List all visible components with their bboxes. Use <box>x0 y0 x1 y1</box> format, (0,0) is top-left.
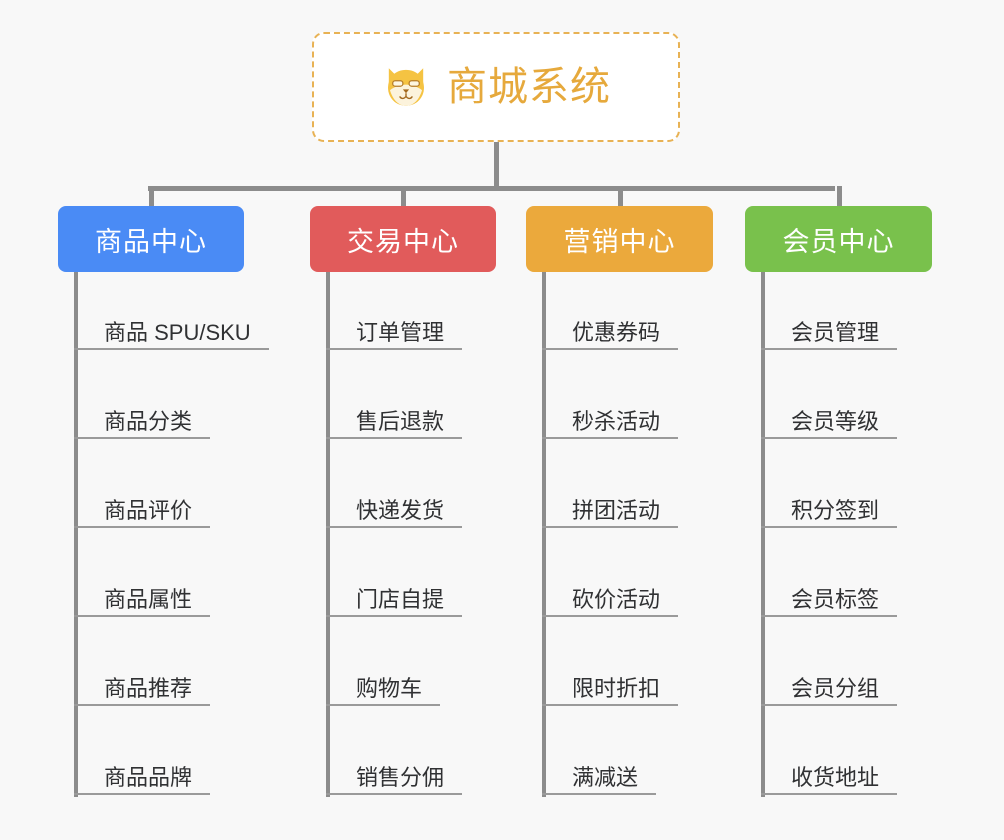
leaf-underline <box>542 437 678 439</box>
leaf-underline <box>761 793 897 795</box>
leaf-label: 快递发货 <box>356 498 445 523</box>
leaf-underline <box>761 615 897 617</box>
category-node-label: 交易中心 <box>347 226 459 257</box>
leaf-label: 砍价活动 <box>572 587 661 612</box>
leaf-label: 拼团活动 <box>572 498 661 523</box>
connector-drop-3 <box>617 186 623 208</box>
leaf-label: 商品 SPU/SKU <box>104 320 251 345</box>
leaf-underline <box>542 793 656 795</box>
leaf-label: 满减送 <box>572 765 639 790</box>
leaf-underline <box>74 704 210 706</box>
leaf-label: 会员分组 <box>791 676 880 701</box>
branch-trunk-2 <box>326 272 330 797</box>
leaf-label: 会员管理 <box>791 320 880 345</box>
category-node-4[interactable]: 会员中心 <box>745 206 932 272</box>
leaf-label: 积分签到 <box>791 498 880 523</box>
leaf-underline <box>326 704 440 706</box>
root-title: 商城系统 <box>447 65 611 109</box>
leaf-label: 销售分佣 <box>356 765 445 790</box>
leaf-label: 购物车 <box>356 676 423 701</box>
root-node[interactable]: 商城系统 <box>312 32 680 142</box>
leaf-underline <box>542 348 678 350</box>
leaf-underline <box>74 615 210 617</box>
leaf-label: 优惠券码 <box>572 320 661 345</box>
leaf-underline <box>761 437 897 439</box>
leaf-underline <box>542 615 678 617</box>
category-node-1[interactable]: 商品中心 <box>58 206 244 272</box>
leaf-underline <box>326 615 462 617</box>
leaf-label: 会员标签 <box>791 587 880 612</box>
leaf-underline <box>74 526 210 528</box>
branch-trunk-4 <box>761 272 765 797</box>
leaf-label: 商品属性 <box>104 587 193 612</box>
leaf-label: 秒杀活动 <box>572 409 661 434</box>
connector-root-stem <box>494 142 499 190</box>
branch-trunk-3 <box>542 272 546 797</box>
leaf-label: 收货地址 <box>791 765 880 790</box>
leaf-label: 售后退款 <box>356 409 445 434</box>
leaf-label: 商品推荐 <box>104 676 193 701</box>
category-node-2[interactable]: 交易中心 <box>310 206 496 272</box>
category-node-label: 营销中心 <box>563 226 676 257</box>
branch-trunk-1 <box>74 272 78 797</box>
leaf-underline <box>542 526 678 528</box>
connector-drop-2 <box>401 186 406 208</box>
leaf-underline <box>74 793 210 795</box>
leaf-underline <box>761 526 897 528</box>
leaf-label: 商品分类 <box>104 409 193 434</box>
leaf-label: 商品评价 <box>104 498 193 523</box>
leaf-label: 会员等级 <box>791 409 880 434</box>
leaf-underline <box>74 437 210 439</box>
leaf-underline <box>326 348 462 350</box>
leaf-underline <box>326 437 462 439</box>
dog-face-icon <box>388 68 424 106</box>
leaf-underline <box>74 348 269 350</box>
connector-horizontal-bar <box>148 186 835 191</box>
leaf-underline <box>326 526 462 528</box>
category-node-label: 商品中心 <box>95 226 207 257</box>
leaf-label: 门店自提 <box>356 587 445 612</box>
category-node-label: 会员中心 <box>782 226 895 257</box>
leaf-underline <box>326 793 462 795</box>
leaf-label: 订单管理 <box>356 320 445 345</box>
leaf-underline <box>761 348 897 350</box>
leaf-underline <box>542 704 678 706</box>
leaf-label: 限时折扣 <box>572 676 661 701</box>
leaf-underline <box>761 704 897 706</box>
category-node-3[interactable]: 营销中心 <box>526 206 713 272</box>
leaf-label: 商品品牌 <box>104 765 193 790</box>
connector-drop-1 <box>149 186 154 208</box>
connector-drop-4 <box>836 186 842 208</box>
